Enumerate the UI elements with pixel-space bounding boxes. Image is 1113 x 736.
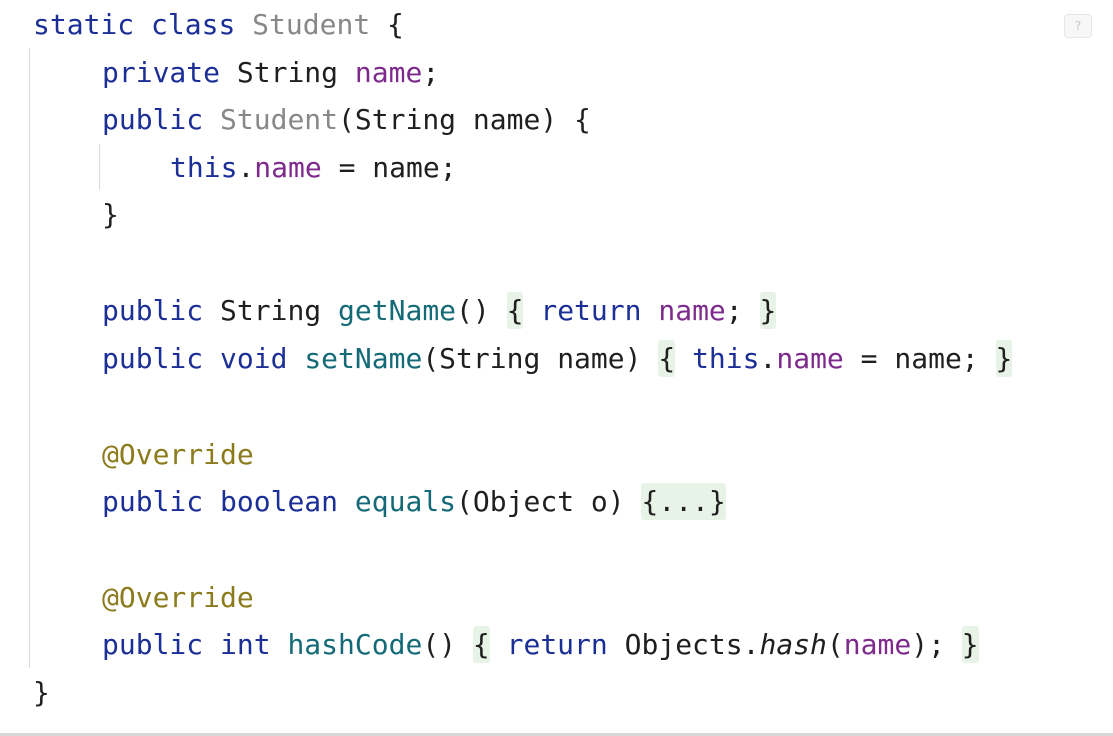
code-line-1[interactable]: static class Student {	[33, 5, 404, 45]
method-equals: equals	[354, 485, 457, 518]
field-name: name	[354, 56, 423, 89]
keyword-int: int	[220, 628, 271, 661]
semicolon: ;	[725, 294, 743, 327]
keyword-this: this	[692, 342, 760, 375]
code-line-7[interactable]: public void setName(String name) { this.…	[102, 339, 1013, 379]
code-line-9[interactable]: public boolean equals(Object o) {...}	[102, 482, 726, 522]
method-params: (String name)	[422, 342, 642, 375]
semicolon: ;	[422, 56, 440, 89]
close-brace: }	[33, 676, 50, 709]
type-string: String	[236, 56, 339, 89]
bottom-divider	[0, 733, 1113, 736]
assignment: = name;	[321, 151, 457, 184]
keyword-public: public	[102, 485, 204, 518]
keyword-public: public	[102, 294, 204, 327]
open-brace: {	[387, 8, 404, 41]
paren-open: (	[826, 628, 844, 661]
type-string: String	[220, 294, 322, 327]
keyword-void: void	[220, 342, 288, 375]
code-line-6[interactable]: public String getName() { return name; }	[102, 291, 777, 331]
code-line-12[interactable]: }	[33, 673, 50, 713]
folded-method-body[interactable]: {...}	[641, 483, 726, 520]
annotation-override: @Override	[102, 581, 254, 614]
keyword-public: public	[102, 342, 204, 375]
field-name: name	[658, 294, 726, 327]
keyword-return: return	[540, 294, 642, 327]
keyword-return: return	[506, 628, 608, 661]
method-setname: setName	[304, 342, 423, 375]
constructor-params: (String name) {	[338, 103, 591, 136]
assignment: = name;	[843, 342, 979, 375]
close-brace: }	[102, 198, 119, 231]
folded-open-brace[interactable]: {	[658, 340, 676, 377]
indent-guide-class	[29, 48, 30, 668]
field-name: name	[843, 628, 912, 661]
method-params: (Object o)	[456, 485, 625, 518]
method-parens: ()	[422, 628, 457, 661]
code-line-11[interactable]: public int hashCode() { return Objects.h…	[102, 625, 979, 665]
keyword-public: public	[102, 628, 204, 661]
folded-close-brace[interactable]: }	[995, 340, 1013, 377]
folded-close-brace[interactable]: }	[759, 292, 777, 329]
constructor-name: Student	[220, 103, 339, 136]
keyword-static: static	[33, 8, 135, 41]
code-line-8[interactable]: @Override	[102, 435, 254, 475]
code-line-4[interactable]: this.name = name;	[170, 148, 457, 188]
method-parens: ()	[456, 294, 490, 327]
objects-class-ref: Objects.	[624, 628, 760, 661]
annotation-override: @Override	[102, 438, 254, 471]
code-line-2[interactable]: private String name;	[102, 53, 439, 93]
indent-guide-constructor	[99, 144, 100, 190]
code-line-10[interactable]: @Override	[102, 578, 254, 618]
dot: .	[237, 151, 255, 184]
keyword-this: this	[170, 151, 238, 184]
keyword-class: class	[151, 8, 236, 41]
folded-close-brace[interactable]: }	[961, 626, 979, 663]
code-line-5[interactable]: }	[102, 195, 119, 235]
help-icon[interactable]: ?	[1064, 14, 1092, 38]
keyword-boolean: boolean	[220, 485, 339, 518]
method-hash: hash	[759, 628, 827, 661]
field-name: name	[254, 151, 322, 184]
keyword-private: private	[102, 56, 221, 89]
folded-open-brace[interactable]: {	[472, 626, 490, 663]
paren-close: );	[911, 628, 945, 661]
field-name: name	[776, 342, 844, 375]
method-getname: getName	[338, 294, 457, 327]
folded-open-brace[interactable]: {	[506, 292, 524, 329]
keyword-public: public	[102, 103, 204, 136]
method-hashcode: hashCode	[287, 628, 423, 661]
dot: .	[759, 342, 777, 375]
code-line-3[interactable]: public Student(String name) {	[102, 100, 591, 140]
class-name: Student	[252, 8, 371, 41]
